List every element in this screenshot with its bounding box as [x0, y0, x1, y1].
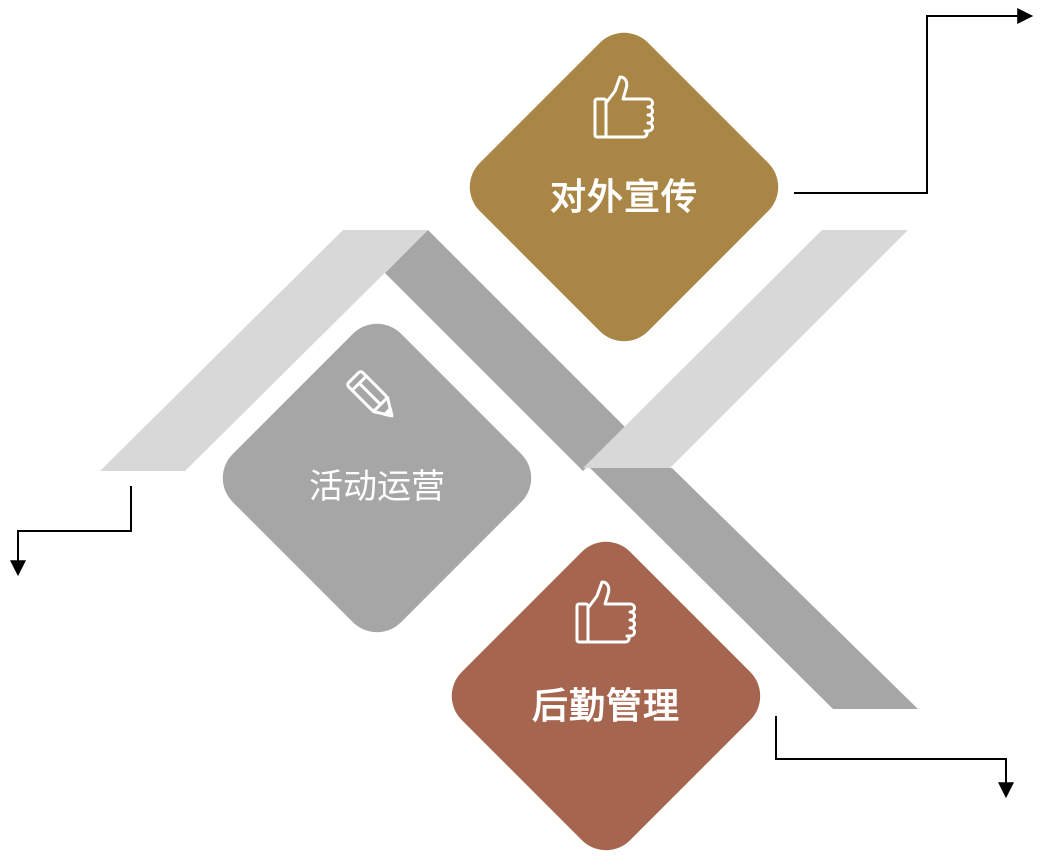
right-band-light	[583, 230, 908, 468]
center-band-dark	[385, 230, 626, 471]
pencil-icon	[346, 370, 394, 418]
connector-arrow-bottom-right	[775, 716, 1014, 799]
node-activity-shape[interactable]	[209, 310, 546, 647]
node-logistics-label: 后勤管理	[531, 686, 680, 727]
node-publicity-label: 对外宣传	[549, 177, 698, 218]
left-band-light	[100, 230, 428, 471]
thumbs-up-icon	[575, 580, 636, 644]
connector-arrow-left	[10, 486, 132, 577]
node-publicity-shape[interactable]	[456, 19, 793, 356]
lower-band-dark	[590, 468, 918, 709]
node-logistics-shape[interactable]	[438, 528, 775, 865]
connector-arrow-top-right	[794, 8, 1034, 194]
thumbs-up-icon	[593, 75, 654, 139]
node-activity-label: 活动运营	[309, 467, 445, 507]
